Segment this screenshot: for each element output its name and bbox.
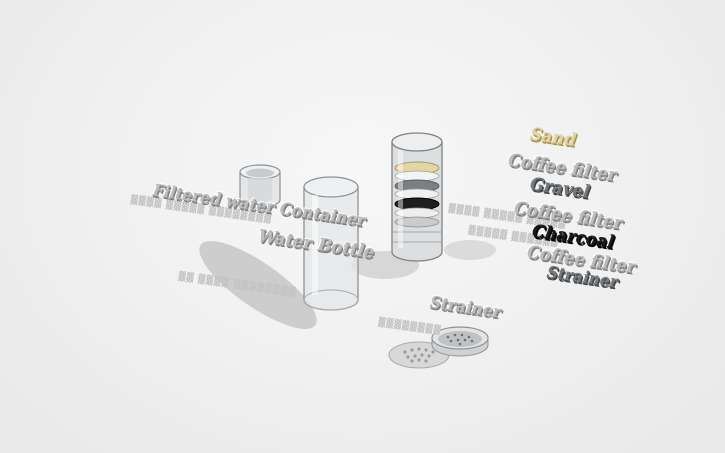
filtered-water-container-model[interactable] [239,164,281,208]
cutout-shadow [199,240,317,330]
strainer-cup[interactable] [431,326,489,357]
filter-column-model[interactable] [391,132,443,262]
water-bottle-model[interactable] [303,176,359,311]
filter-shadow [444,240,496,260]
